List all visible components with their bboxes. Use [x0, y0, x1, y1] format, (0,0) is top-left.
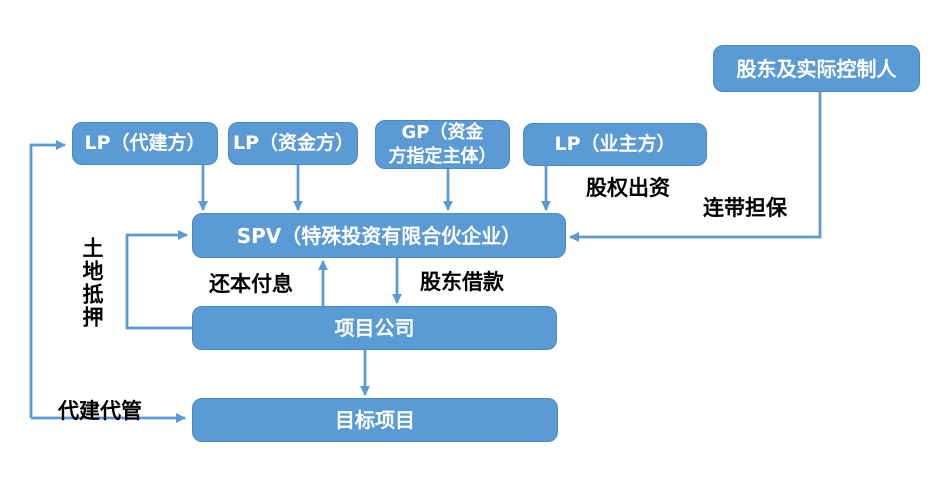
connector-left-to-lp-agent: [29, 140, 66, 418]
node-label-line1: GP（资金: [401, 122, 484, 144]
node-label: 目标项目: [335, 408, 415, 432]
node-label: 股东及实际控制人: [736, 56, 897, 81]
node-label: 项目公司: [334, 316, 415, 340]
connector-project-to-spv-land-mortgage: [125, 230, 192, 330]
edge-label-agency-build-manage: 代建代管: [58, 398, 142, 423]
edge-label-joint-guarantee: 连带担保: [703, 195, 787, 220]
node-project-company: 项目公司: [192, 306, 557, 350]
edge-label-shareholder-loan: 股东借款: [420, 269, 504, 294]
node-label: LP（代建方）: [84, 132, 206, 155]
node-label: LP（业主方）: [554, 133, 676, 156]
node-lp-owner: LP（业主方）: [523, 123, 707, 166]
edge-label-repay-principal-interest: 还本付息: [209, 271, 293, 296]
node-lp-fund-provider: LP（资金方）: [228, 122, 358, 165]
node-spv-limited-partnership: SPV（特殊投资有限合伙企业）: [192, 213, 566, 258]
edge-label-land-mortgage: 土地抵押: [80, 237, 105, 329]
node-label: GP（资金 方指定主体）: [385, 121, 501, 168]
node-label: SPV（特殊投资有限合伙企业）: [236, 223, 522, 248]
node-shareholder-actual-controller: 股东及实际控制人: [713, 45, 920, 92]
edge-label-equity-contribution: 股权出资: [586, 175, 670, 200]
node-lp-construction-agent: LP（代建方）: [72, 122, 218, 165]
node-target-project: 目标项目: [192, 398, 558, 442]
node-gp-designated-entity: GP（资金 方指定主体）: [375, 120, 510, 169]
node-label-line2: 方指定主体）: [388, 145, 497, 167]
node-label: LP（资金方）: [233, 132, 355, 155]
